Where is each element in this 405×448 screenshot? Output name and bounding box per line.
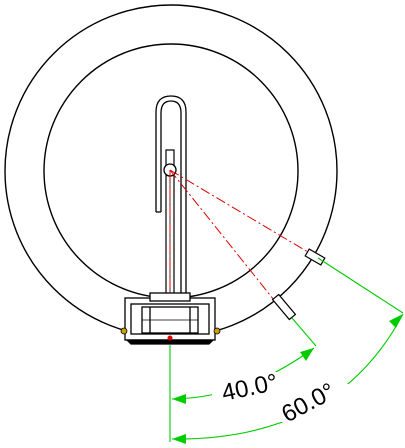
dimension-lines bbox=[169, 257, 404, 442]
arrowhead-60-end bbox=[389, 314, 403, 328]
arrowhead-40-end bbox=[300, 348, 314, 361]
arrowhead-40-start bbox=[172, 394, 186, 404]
hairpin-clip bbox=[155, 95, 187, 300]
lug-60 bbox=[304, 248, 326, 266]
dimension-60: 60.0° bbox=[171, 313, 404, 444]
base-housing bbox=[124, 292, 216, 345]
accent-bolt-left bbox=[120, 327, 128, 335]
base-center-mark bbox=[167, 335, 173, 341]
accent-bolt-right bbox=[213, 327, 221, 335]
arrowhead-60-start bbox=[172, 434, 186, 444]
lug-40 bbox=[271, 293, 297, 321]
